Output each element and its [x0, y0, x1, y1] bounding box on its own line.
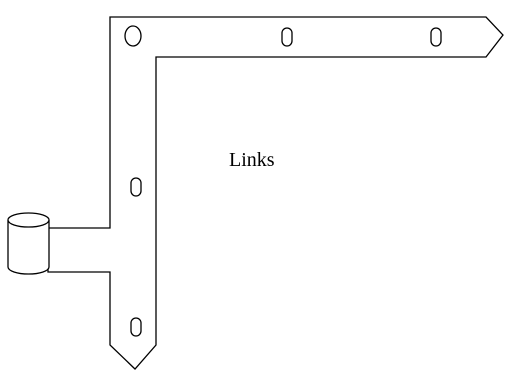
mounting-hole-left-upper: [130, 177, 142, 197]
mounting-hole-top-middle: [281, 27, 293, 47]
hinge-barrel: [7, 212, 50, 275]
diagram-label: Links: [229, 149, 275, 171]
mounting-hole-corner: [124, 25, 142, 47]
hinge-strap-outline: [47, 16, 504, 370]
mounting-hole-top-right: [430, 27, 442, 47]
hinge-barrel-top: [7, 212, 50, 228]
mounting-hole-left-lower: [130, 317, 142, 337]
